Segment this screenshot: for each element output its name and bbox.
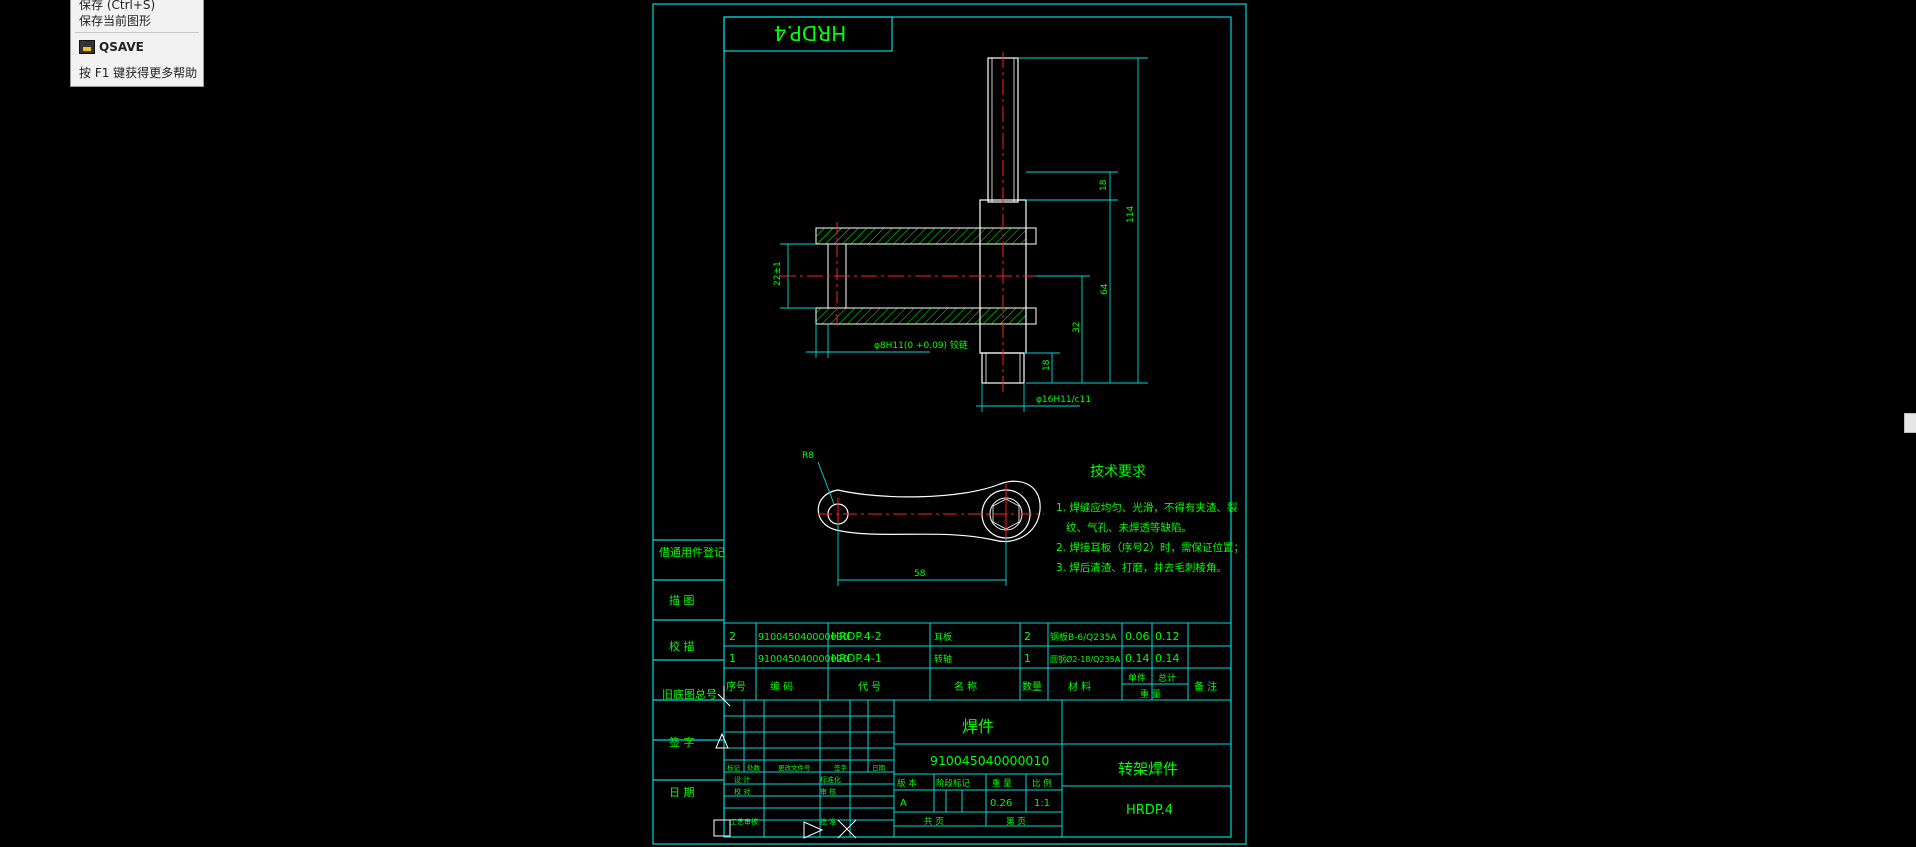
bom-r0-unit: 0.06: [1125, 630, 1150, 643]
bom-head-qty: 数量: [1022, 680, 1042, 693]
bom-rows: 2 910045040000030 HRDP.4-2 耳板 2 钢板B-6/Q2…: [726, 630, 1217, 700]
title-of-label: 第 页: [1006, 816, 1026, 827]
tech-title: 技术要求: [1090, 464, 1146, 480]
bom-r1-name: 转轴: [934, 653, 952, 665]
bom-head-material: 材 料: [1068, 680, 1091, 693]
bom-head-name: 名 称: [954, 680, 977, 693]
vertical-scroll-thumb[interactable]: [1904, 413, 1916, 433]
title-weight-label: 重 量: [992, 778, 1012, 789]
sign-row-4: 工艺审核: [730, 817, 758, 826]
top-dim-text: R8 58: [802, 451, 926, 579]
bom-head-total: 总计: [1158, 672, 1176, 684]
title-drawing-no: HRDP.4: [1126, 803, 1173, 818]
title-part-name: 焊件: [962, 717, 994, 736]
bom-table: [724, 622, 1231, 701]
bom-r1-seq: 1: [729, 652, 736, 665]
bom-head-part: 代 号: [858, 681, 881, 693]
dim-22: 22±1: [773, 261, 783, 286]
tooltip-title: 保存 (Ctrl+S): [79, 0, 156, 12]
sign-row-1: 标准化: [820, 775, 841, 784]
side-label-5: 日 期: [669, 786, 695, 799]
rev-col-1: 处数: [747, 763, 761, 772]
title-mark-label: 阶段标记: [936, 778, 971, 789]
bom-r0-total: 0.12: [1155, 630, 1180, 643]
dim-r8: R8: [802, 451, 814, 461]
sign-row-2: 校 对: [734, 787, 750, 796]
tech-item-3: 3. 焊后清渣、打磨，并去毛刺棱角。: [1056, 561, 1227, 574]
bom-r1-total: 0.14: [1155, 652, 1180, 665]
dim-18-bottom: 18: [1042, 359, 1052, 371]
tooltip-separator: [75, 32, 199, 33]
title-weight: 0.26: [990, 798, 1012, 809]
title-scale-label: 比 例: [1032, 778, 1052, 789]
bom-r0-name: 耳板: [934, 631, 952, 643]
bom-head-weight: 重 量: [1140, 688, 1161, 700]
dim-18-top: 18: [1099, 179, 1109, 191]
title-code-no: 910045040000010: [930, 753, 1049, 768]
bom-r0-qty: 2: [1024, 630, 1031, 643]
sign-row-0: 设 计: [734, 775, 750, 784]
rev-col-4: 日期: [872, 764, 886, 772]
drawing-frame: [652, 3, 1247, 845]
bom-r0-material: 钢板B-6/Q235A: [1050, 631, 1117, 643]
tech-item-0: 1. 焊缝应均匀、光滑，不得有夹渣、裂: [1056, 501, 1238, 514]
tech-item-1: 纹、气孔、未焊透等缺陷。: [1056, 521, 1192, 534]
sign-row-3: 审 核: [820, 787, 836, 796]
rev-col-0: 标记: [727, 763, 741, 772]
title-scale: 1:1: [1034, 798, 1050, 809]
dim-58: 58: [914, 569, 926, 579]
dim-32: 32: [1072, 322, 1082, 333]
bom-r0-code: 910045040000030: [758, 632, 849, 643]
front-view: [780, 52, 1046, 392]
tooltip-help: 按 F1 键获得更多帮助: [79, 66, 198, 80]
bom-head-unit: 单件: [1128, 672, 1146, 684]
bom-r1-unit: 0.14: [1125, 652, 1150, 665]
rev-col-3: 签字: [834, 763, 848, 772]
rev-col-2: 更改文件号: [778, 763, 811, 772]
top-view: [817, 461, 1044, 586]
bom-r1-code: 910045040000020: [758, 654, 849, 665]
bom-head-seq: 序号: [726, 680, 746, 693]
tooltip-description: 保存当前图形: [79, 14, 152, 28]
front-dimensions: [780, 57, 1148, 412]
tech-item-2: 2. 焊接耳板（序号2）时，需保证位置；: [1056, 541, 1244, 554]
side-label-2: 校 描: [669, 639, 695, 653]
save-tooltip: 保存 (Ctrl+S) 保存当前图形 QSAVE 按 F1 键获得更多帮助: [70, 0, 204, 87]
side-labels: 借通用件登记 描 图 校 描 旧底图总号 签 字 日 期: [659, 545, 725, 799]
title-product: 转架焊件: [1118, 760, 1178, 778]
side-label-3: 旧底图总号: [662, 687, 717, 701]
cursor-marks: [713, 686, 857, 839]
dim-64: 64: [1100, 283, 1110, 295]
title-block-grid: [723, 700, 1231, 837]
bom-r0-seq: 2: [729, 630, 736, 643]
front-dim-text: 18 114 64 32 18 22±1 φ8H11(0 +0.09) 铰链 φ…: [773, 179, 1136, 405]
title-sheet-label: 共 页: [924, 817, 944, 827]
title-stage: A: [900, 798, 907, 809]
title-stage-label: 版 本: [897, 778, 917, 789]
dim-shaft: φ16H11/c11: [1036, 395, 1091, 405]
title-block-text: 焊件 910045040000010 转架焊件 HRDP.4 版 本 阶段标记 …: [727, 717, 1178, 827]
bom-r1-part: HRDP.4-1: [831, 652, 882, 665]
sign-row-5: 批 准: [820, 817, 836, 826]
dim-114: 114: [1126, 206, 1136, 223]
tooltip-command: QSAVE: [99, 40, 144, 54]
technical-requirements: 技术要求 1. 焊缝应均匀、光滑，不得有夹渣、裂 纹、气孔、未焊透等缺陷。 2.…: [1056, 464, 1244, 574]
bom-head-code: 编 码: [770, 680, 793, 693]
bom-head-remark: 备 注: [1194, 680, 1217, 693]
bom-r1-qty: 1: [1024, 652, 1031, 665]
bom-r0-part: HRDP.4-2: [831, 630, 882, 643]
side-label-4: 签 字: [669, 735, 695, 749]
save-icon: [79, 40, 95, 54]
side-label-0: 借通用件登记: [659, 545, 725, 559]
dim-hole: φ8H11(0 +0.09) 铰链: [874, 339, 968, 351]
code-box: HRDP.4: [723, 16, 893, 52]
side-label-1: 描 图: [669, 593, 695, 607]
code-box-text: HRDP.4: [774, 21, 846, 45]
bom-r1-material: 圆钢Ø2-18/Q235A: [1050, 654, 1121, 664]
